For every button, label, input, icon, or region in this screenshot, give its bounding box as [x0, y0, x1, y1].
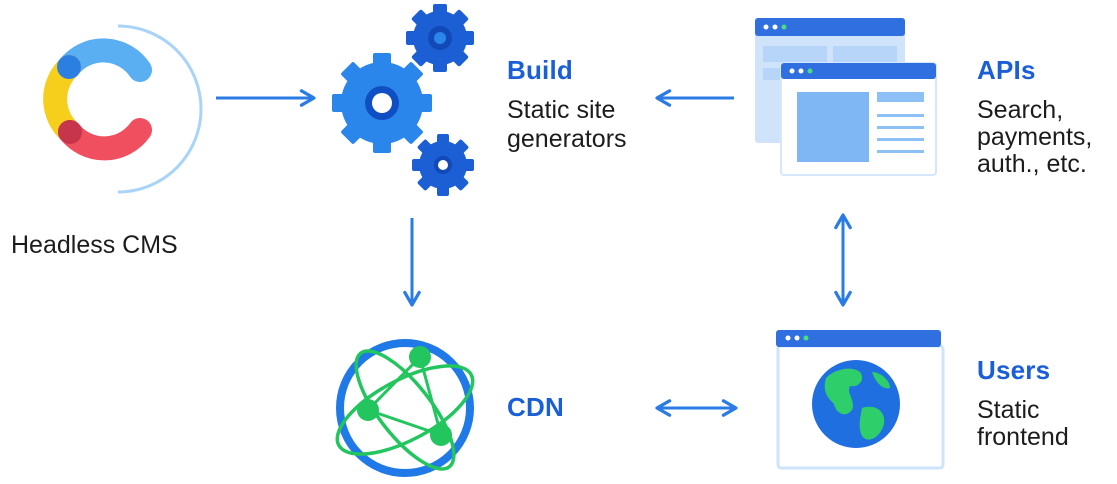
- apis-description-line-1: Search,: [977, 96, 1064, 124]
- users-title: Users: [977, 355, 1051, 385]
- browser-globe-icon: [776, 330, 945, 470]
- gear-top-icon: [406, 4, 474, 72]
- build-description-line-1: Static site: [507, 96, 616, 124]
- apis-description-line-3: auth., etc.: [977, 150, 1087, 178]
- build-title: Build: [507, 55, 573, 85]
- users-description-line-2: frontend: [977, 423, 1069, 451]
- contentful-logo-icon: [43, 24, 203, 194]
- cms-label: Headless CMS: [11, 231, 178, 259]
- gear-large-icon: [332, 53, 432, 153]
- apis-title: APIs: [977, 55, 1036, 85]
- users-description-line-1: Static: [977, 396, 1040, 424]
- cdn-title: CDN: [507, 392, 564, 422]
- network-globe-icon: [335, 339, 475, 477]
- browser-windows-icon: [755, 18, 937, 176]
- apis-description-line-2: payments,: [977, 123, 1093, 151]
- build-description-line-2: generators: [507, 125, 627, 153]
- gears-icon: [332, 4, 474, 196]
- arrows: [216, 89, 852, 417]
- gear-bottom-icon: [412, 134, 474, 196]
